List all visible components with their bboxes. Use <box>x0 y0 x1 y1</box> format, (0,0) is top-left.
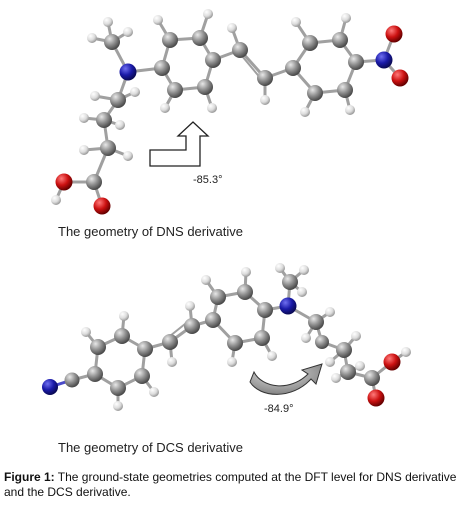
figure-caption-text: The ground-state geometries computed at … <box>4 470 457 499</box>
dns-atoms <box>51 9 409 215</box>
figure-caption: Figure 1: The ground-state geometries co… <box>4 470 458 500</box>
figure-caption-prefix: Figure 1: <box>4 470 55 484</box>
dcs-panel-label: The geometry of DCS derivative <box>58 440 243 455</box>
dns-panel-label: The geometry of DNS derivative <box>58 224 243 239</box>
dns-rotation-arrow <box>149 121 210 167</box>
molecule-illustrations: -85.3° <box>42 9 411 415</box>
dcs-dihedral-angle: -84.9° <box>264 403 293 415</box>
dns-dihedral-angle: -85.3° <box>193 174 222 186</box>
dcs-atoms <box>42 263 411 411</box>
dcs-rotation-arrow <box>249 363 323 395</box>
